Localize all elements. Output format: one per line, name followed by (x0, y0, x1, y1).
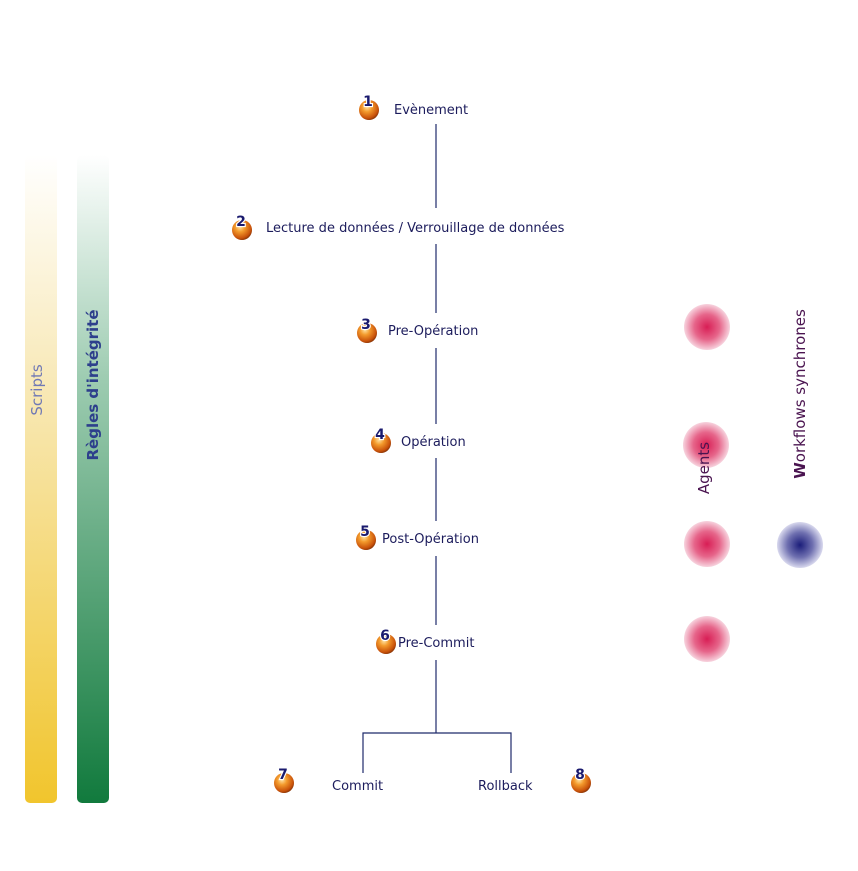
step-7: 7 Commit (274, 766, 383, 794)
workflows-label-initial: W (791, 462, 809, 479)
step-label: Pre-Opération (388, 324, 478, 339)
step-ball-icon (376, 634, 396, 654)
step-label: Pre-Commit (398, 636, 474, 651)
step-4: 4 Opération (371, 426, 466, 453)
step-label: Evènement (394, 103, 468, 118)
step-3: 3 Pre-Opération (357, 316, 478, 343)
step-2: 2 Lecture de données / Verrouillage de d… (232, 213, 565, 240)
step-8: 8 Rollback (478, 766, 591, 794)
workflow-dot-step-5 (777, 522, 823, 568)
scripts-bar-label: Scripts (28, 364, 46, 416)
workflows-label-rest: orkflows synchrones (791, 309, 809, 462)
step-ball-icon (356, 530, 376, 550)
step-ball-icon (359, 100, 379, 120)
step-ball-icon (232, 220, 252, 240)
agent-dot-step-3 (684, 304, 730, 350)
step-number: 1 (363, 94, 373, 110)
step-number: 8 (575, 767, 585, 783)
step-number: 6 (380, 628, 390, 644)
step-label: Commit (332, 779, 383, 794)
step-number: 3 (361, 317, 371, 333)
step-label: Lecture de données / Verrouillage de don… (266, 221, 565, 236)
step-number: 5 (360, 524, 370, 540)
step-number: 7 (278, 767, 288, 783)
agents-column: Agents (683, 304, 730, 662)
step-label: Post-Opération (382, 532, 479, 547)
agents-label: Agents (695, 442, 713, 494)
agent-dot-step-4 (683, 422, 729, 468)
step-label: Opération (401, 435, 466, 450)
step-ball-icon (357, 323, 377, 343)
step-ball-icon (371, 433, 391, 453)
step-ball-icon (571, 773, 591, 793)
step-label: Rollback (478, 779, 533, 794)
workflows-column: Workflows synchrones (777, 309, 823, 568)
scripts-bar: Scripts (25, 155, 57, 803)
step-number: 4 (375, 427, 385, 443)
integrity-rules-bar: Règles d'intégrité (77, 155, 109, 803)
workflows-label: Workflows synchrones (791, 309, 809, 479)
step-1: 1 Evènement (359, 93, 468, 120)
step-5: 5 Post-Opération (356, 523, 479, 550)
integrity-rules-bar-label: Règles d'intégrité (84, 309, 102, 460)
flow-lines (362, 124, 512, 773)
step-6: 6 Pre-Commit (376, 627, 474, 654)
step-ball-icon (274, 773, 294, 793)
step-number: 2 (236, 214, 246, 230)
agent-dot-step-5 (684, 521, 730, 567)
agent-dot-step-6 (684, 616, 730, 662)
